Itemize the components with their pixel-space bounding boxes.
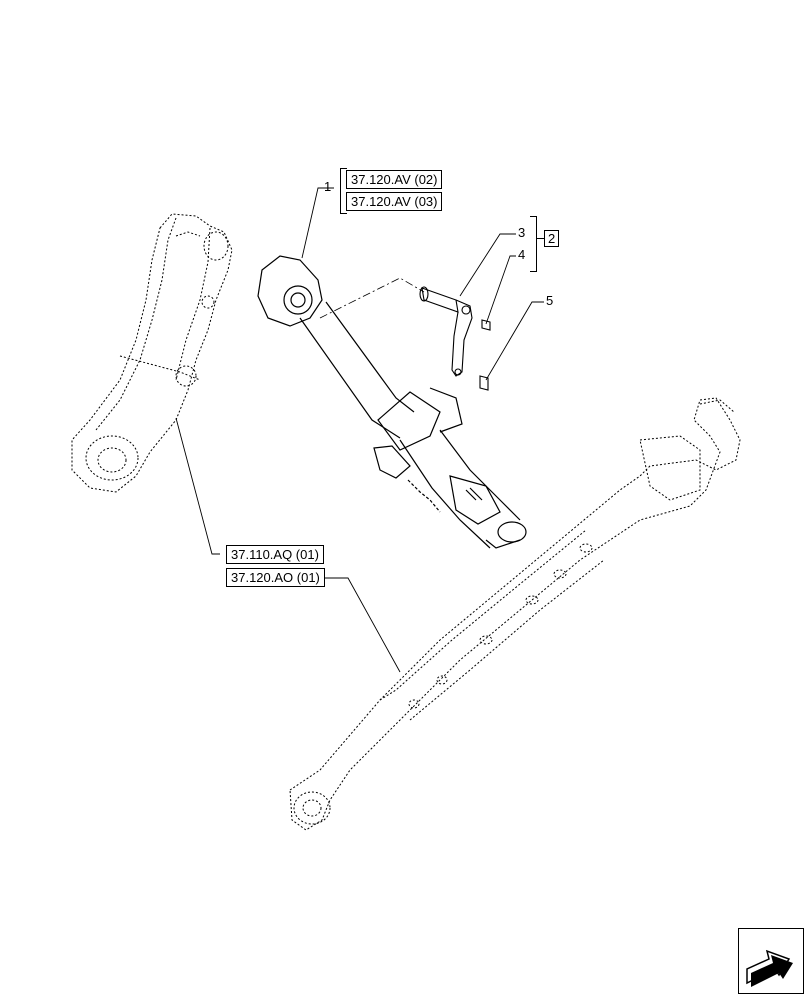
- callout-5: 5: [546, 293, 554, 308]
- reference-link-37-120-av-03[interactable]: 37.120.AV (03): [346, 192, 443, 211]
- next-page-button[interactable]: [738, 928, 804, 994]
- callout-1: 1: [324, 179, 332, 194]
- next-page-arrow-icon: [746, 949, 793, 987]
- reference-link-37-120-ao-01[interactable]: 37.120.AO (01): [226, 568, 325, 587]
- group-bracket-2: [530, 216, 537, 272]
- callout-2: 2: [544, 230, 560, 247]
- center-line: [319, 277, 425, 319]
- callout-4: 4: [518, 247, 526, 262]
- lift-arm: [71, 213, 233, 493]
- callout-3: 3: [518, 225, 526, 240]
- lower-link: [289, 397, 741, 831]
- group-bracket-tick: [536, 238, 544, 239]
- reference-link-37-120-av-02[interactable]: 37.120.AV (02): [346, 170, 443, 189]
- pin-assembly: [419, 286, 491, 391]
- reference-link-37-110-aq-01[interactable]: 37.110.AQ (01): [226, 545, 324, 564]
- top-link: [257, 255, 527, 549]
- ref-group-bracket-top: [340, 168, 347, 214]
